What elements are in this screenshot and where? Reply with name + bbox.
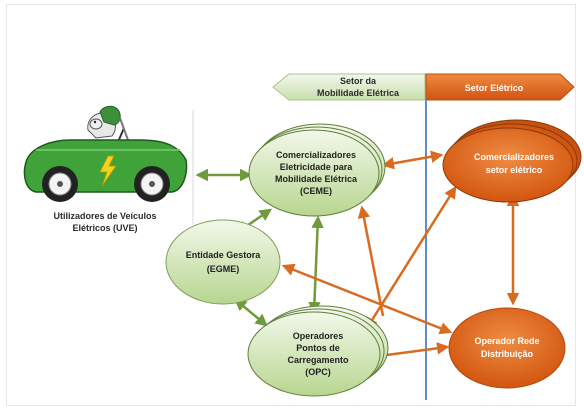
ceme-label-4: (CEME)	[300, 186, 332, 196]
helmet-icon	[99, 105, 121, 126]
opc-label-3: Carregamento	[287, 355, 349, 365]
arrow-ceme-opc	[308, 215, 324, 315]
arrow-egme-opc	[234, 298, 268, 327]
diagram-border	[6, 4, 576, 406]
lightning-bolt-icon	[99, 155, 117, 187]
cse-node: Comercializadores setor elétrico	[442, 119, 582, 203]
ceme-label-3: Mobilidade Elétrica	[275, 174, 358, 184]
opc-label-1: Operadores	[293, 331, 344, 341]
electric-sector-banner: Setor Elétrico	[425, 73, 575, 101]
opc-label-4: (OPC)	[305, 367, 331, 377]
ord-label-1: Operador Rede	[474, 336, 539, 346]
opc-node: Operadores Pontos de Carregamento (OPC)	[247, 305, 389, 397]
ceme-label-2: Eletricidade para	[280, 162, 354, 172]
cse-label-1: Comercializadores	[474, 152, 554, 162]
mobility-sector-label-2: Mobilidade Elétrica	[317, 88, 400, 98]
egme-label-2: (EGME)	[207, 264, 240, 274]
arrow-ceme-cse	[381, 150, 444, 170]
egme-node: Entidade Gestora (EGME)	[165, 219, 281, 305]
orange-arrows	[281, 150, 520, 362]
ceme-label-1: Comercializadores	[276, 150, 356, 160]
ord-node: Operador Rede Distribuição	[448, 307, 566, 389]
uve-label-1: Utilizadores de Veículos	[53, 211, 156, 221]
arrow-egme-ord	[281, 263, 453, 335]
opc-label-2: Pontos de	[296, 343, 340, 353]
egme-label-1: Entidade Gestora	[186, 250, 262, 260]
electric-car-icon	[23, 105, 188, 202]
mobility-sector-label-1: Setor da	[340, 76, 377, 86]
cse-label-2: setor elétrico	[486, 165, 543, 175]
electric-sector-label: Setor Elétrico	[465, 83, 524, 93]
ceme-node: Comercializadores Eletricidade para Mobi…	[248, 123, 386, 217]
mobility-sector-banner: Setor da Mobilidade Elétrica	[272, 73, 426, 101]
ord-label-2: Distribuição	[481, 349, 534, 359]
uve-label-2: Elétricos (UVE)	[72, 223, 137, 233]
arrow-ceme-ord	[357, 205, 385, 317]
